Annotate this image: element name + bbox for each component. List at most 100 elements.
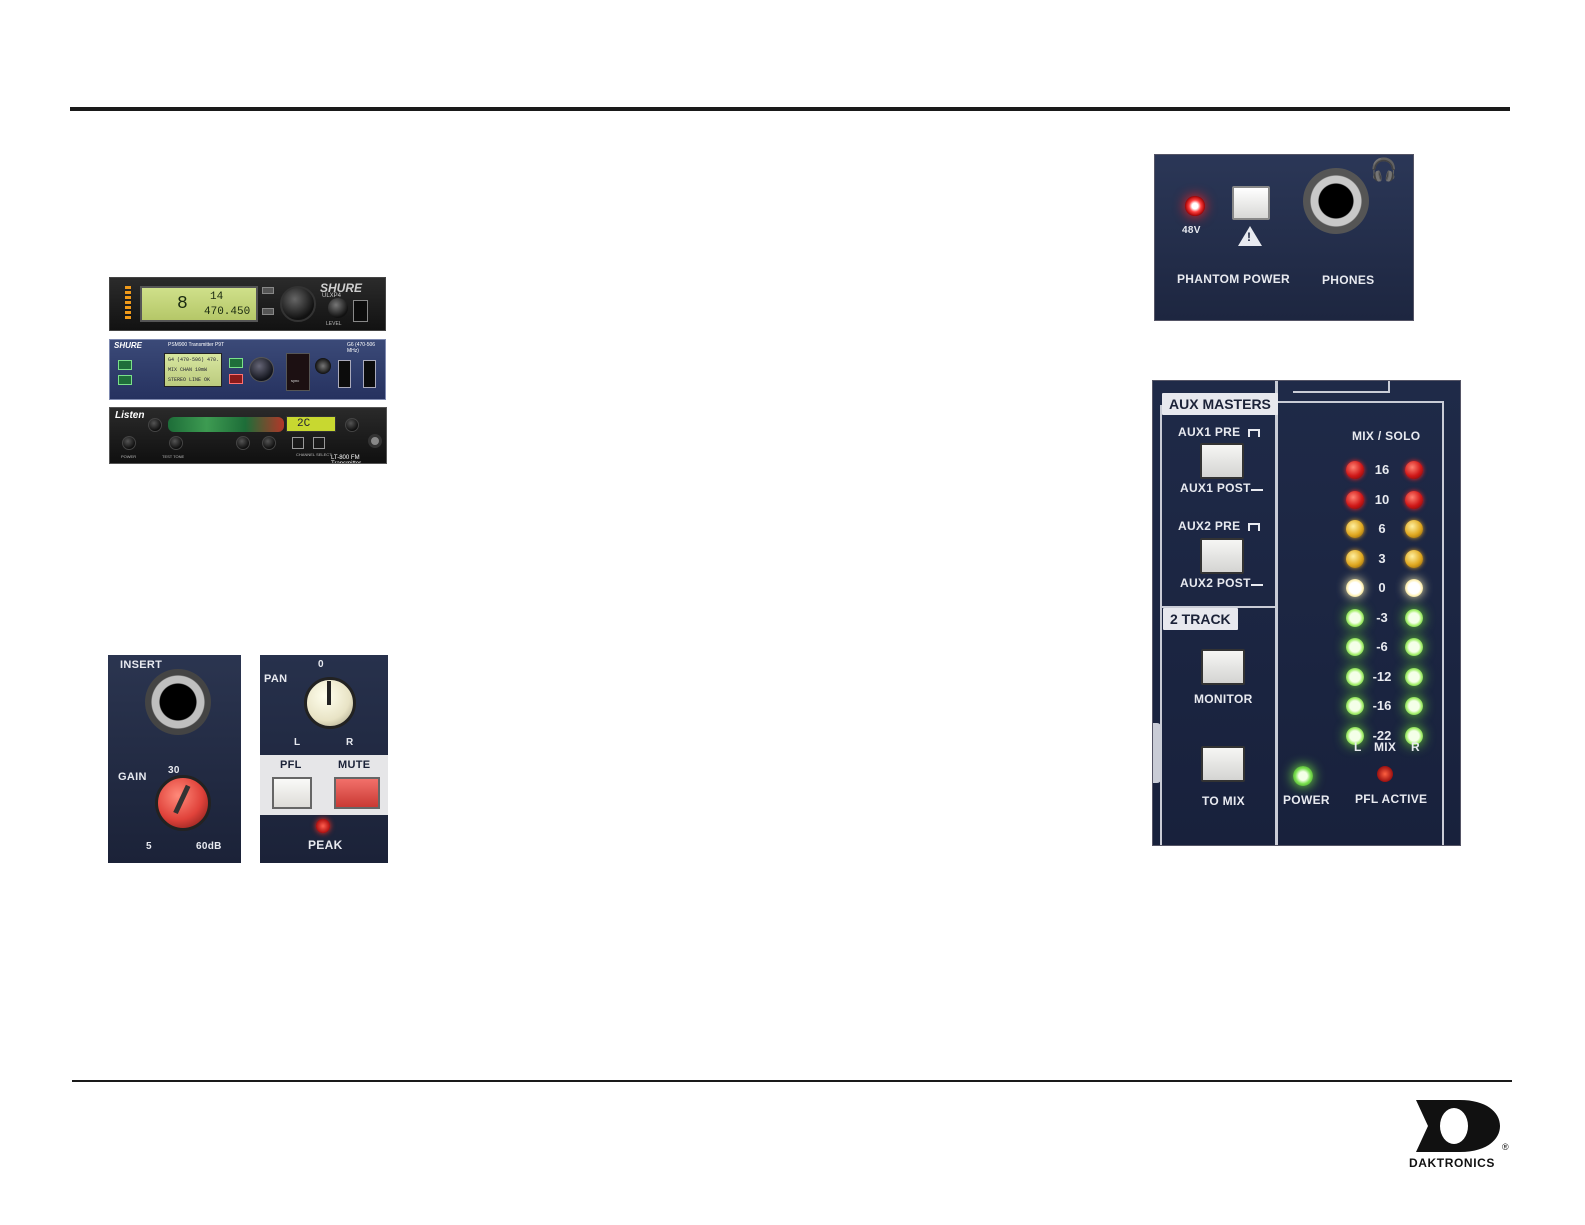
power-switch <box>353 300 368 322</box>
menu-button <box>262 287 274 294</box>
iem-transmitter-photo: SHURE PSM900 Transmitter P9T G6 (470-506… <box>109 339 386 400</box>
exit-button <box>229 374 243 384</box>
meter-led-right <box>1405 461 1423 479</box>
button-2 <box>262 436 276 450</box>
header-rule <box>70 107 1510 111</box>
section-divider <box>1275 381 1278 845</box>
bracket-line <box>1293 381 1390 393</box>
button-1 <box>236 436 250 450</box>
meter-led-left <box>1346 520 1364 538</box>
mute-button <box>334 777 380 809</box>
meter-scale-label: 3 <box>1378 550 1386 566</box>
brand-logo: Listen <box>115 410 145 421</box>
footer-rule <box>72 1080 1512 1082</box>
level-knob <box>328 298 348 318</box>
pfl-button <box>272 777 312 809</box>
level-label: LEVEL <box>326 321 342 327</box>
meter-led-left <box>1346 697 1364 715</box>
power-button <box>122 436 136 450</box>
sync-window <box>286 353 310 391</box>
meter-scale-label: -12 <box>1372 668 1392 684</box>
gain-max-label: 60dB <box>196 841 222 852</box>
wireless-receiver-photo: 8 14 470.450 SHURE ULXP4 LEVEL <box>109 277 386 331</box>
meter-scale-label: 16 <box>1374 462 1390 477</box>
control-knob <box>249 357 274 382</box>
transmitter-lcd: G4 (470-506) 470. MIX CHAN 10mW STEREO L… <box>164 353 222 387</box>
meter-scale-label: -6 <box>1376 639 1388 654</box>
enter-button <box>229 358 243 368</box>
meter-led-right <box>1405 608 1423 627</box>
phantom-led <box>1185 196 1205 216</box>
pan-label: PAN <box>264 673 288 685</box>
channel-lcd: 2C <box>286 416 336 432</box>
two-track-header: 2 TRACK <box>1163 608 1238 630</box>
pressed-symbol-icon <box>1248 523 1260 531</box>
aux1-post-label: AUX1 POST <box>1180 481 1251 495</box>
lcd-line-2: MIX CHAN 10mW <box>168 367 208 373</box>
model-title: PSM900 Transmitter P9T <box>168 342 225 348</box>
phones-label: PHONES <box>1322 273 1375 287</box>
meter-led-right <box>1405 490 1423 509</box>
meter-led-left <box>1346 726 1364 745</box>
aux-divider <box>1161 606 1275 608</box>
lcd-frequency: 470.450 <box>204 306 251 318</box>
released-symbol-icon <box>1251 489 1263 491</box>
monitor-label: MONITOR <box>1194 692 1253 706</box>
aux-masters-header: AUX MASTERS <box>1162 393 1278 415</box>
meter-outline <box>1278 401 1444 845</box>
mute-label: MUTE <box>338 759 371 771</box>
monitor-knob <box>345 418 359 432</box>
frequency-tag: G6 (470-506 MHz) <box>347 342 376 354</box>
meter-led-right <box>1405 549 1423 568</box>
gain-label: GAIN <box>118 771 147 783</box>
meter-led-left <box>1346 638 1364 656</box>
aux1-pre-label: AUX1 PRE <box>1178 425 1241 439</box>
meter-led-left <box>1346 461 1364 479</box>
power-label: POWER <box>1283 793 1330 807</box>
sync-label: sync <box>291 378 300 383</box>
mix-solo-label: MIX / SOLO <box>1352 429 1421 443</box>
receiver-lcd: 8 14 470.450 <box>140 286 258 322</box>
daktronics-name: DAKTRONICS <box>1409 1156 1495 1170</box>
power-led <box>1293 766 1313 786</box>
audio-meter <box>125 286 131 320</box>
power-label: POWER <box>121 454 137 459</box>
lcd-group: 14 <box>210 291 224 303</box>
set-button <box>262 308 274 315</box>
meter-scale-label: -3 <box>1376 609 1388 625</box>
up-arrow-icon <box>292 437 304 449</box>
lcd-channel: 8 <box>177 294 188 314</box>
meter-mix-label: MIX <box>1374 740 1397 754</box>
insert-gain-photo: INSERT GAIN 30 5 60dB <box>108 655 241 863</box>
meter-led-right <box>1405 726 1423 745</box>
lcd-line-1: G4 (470-506) 470. <box>168 357 220 363</box>
meter-led-right <box>1405 667 1423 686</box>
lcd-channel: 2C <box>297 418 311 430</box>
meter-led-left <box>1346 667 1364 686</box>
meter-led-left <box>1346 490 1364 509</box>
pan-center-label: 0 <box>318 659 324 670</box>
pfl-active-led <box>1377 766 1393 782</box>
warning-icon <box>1238 226 1262 246</box>
headphone-icon: 🎧 <box>1370 157 1398 182</box>
pan-knob-pointer <box>327 681 331 705</box>
meter-led-right <box>1405 697 1423 715</box>
model-label: LT-800 FM Transmitter <box>331 455 362 464</box>
down-arrow-icon <box>118 375 132 385</box>
phantom-power-button <box>1232 186 1270 220</box>
gain-mid-label: 30 <box>168 765 180 776</box>
power-switch <box>363 360 376 388</box>
daktronics-mark-icon <box>1398 1100 1500 1152</box>
phantom-led-label: 48V <box>1182 225 1201 236</box>
peak-led <box>316 819 330 833</box>
down-arrow-icon <box>313 437 325 449</box>
meter-left-label: L <box>1354 740 1362 754</box>
registered-mark: ® <box>1502 1142 1509 1152</box>
aux1-button <box>1200 443 1244 479</box>
test-tone-label: TEST TONE <box>162 454 185 459</box>
gain-min-label: 5 <box>146 841 152 852</box>
meter-led-right <box>1405 579 1423 597</box>
test-tone-button <box>169 436 183 450</box>
mixer-master-photo: AUX MASTERS AUX1 PRE AUX1 POST AUX2 PRE … <box>1152 380 1461 846</box>
to-mix-button <box>1201 746 1245 782</box>
